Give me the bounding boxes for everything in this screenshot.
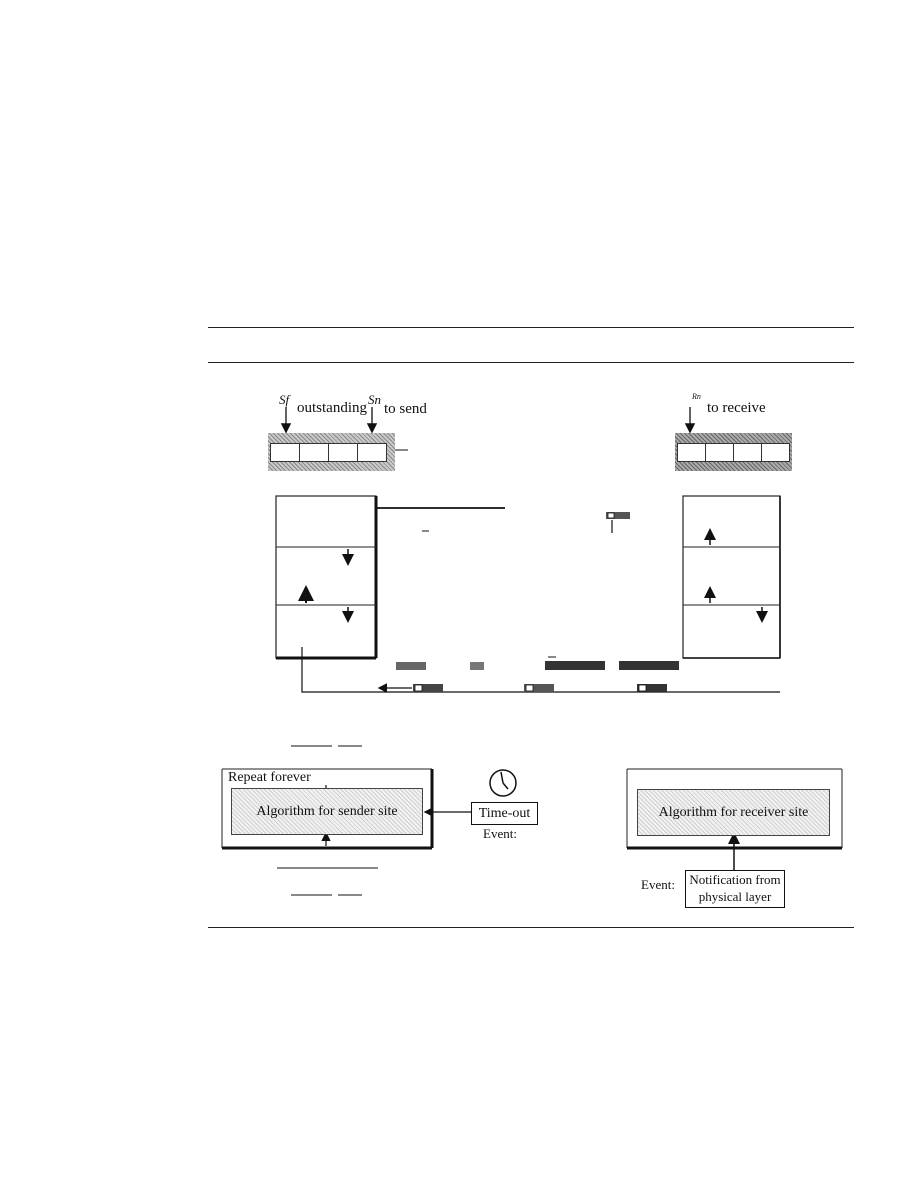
rn-label: Rn (692, 392, 701, 401)
sender-algorithm-box: Algorithm for sender site (231, 788, 423, 835)
clock-icon (489, 769, 517, 797)
sender-algorithm-frame (221, 768, 471, 850)
sender-event-label: Event: (483, 826, 517, 841)
sf-label: Sf (279, 392, 290, 407)
repeat-forever-label: Repeat forever (228, 770, 311, 785)
outstanding-label: outstanding (297, 400, 367, 416)
notification-label: Notification from physical layer (689, 872, 781, 904)
to-send-label: to send (384, 401, 427, 417)
sender-window-frame (357, 443, 387, 462)
timeout-label: Time-out (478, 806, 531, 821)
timeout-event-box: Time-out (471, 802, 538, 825)
receiver-algorithm-label: Algorithm for receiver site (658, 805, 809, 820)
sender-window-strip (268, 433, 395, 471)
receiver-window-strip (675, 433, 792, 471)
sender-layer-stack (275, 495, 378, 660)
sn-label: Sn (368, 392, 381, 407)
figure-header-rule (208, 362, 854, 363)
notification-event-box: Notification from physical layer (685, 870, 785, 908)
receiver-event-label: Event: (641, 877, 675, 892)
sender-algorithm-label: Algorithm for sender site (256, 804, 398, 819)
figure-top-rule (208, 327, 854, 328)
receiver-algorithm-box: Algorithm for receiver site (637, 789, 830, 836)
receiver-algorithm-frame (626, 768, 843, 870)
feedback-line (301, 647, 780, 693)
figure-bottom-rule (208, 927, 854, 928)
to-receive-label: to receive (707, 400, 766, 416)
receiver-layer-stack (682, 495, 781, 659)
receiver-window-frame (761, 443, 790, 462)
